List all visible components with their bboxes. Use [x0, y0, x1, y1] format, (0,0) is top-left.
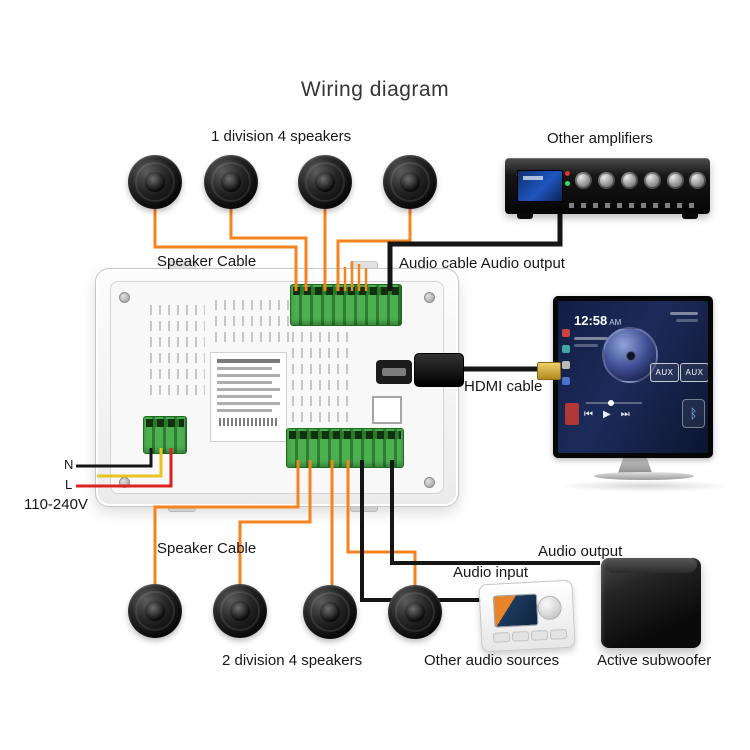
- amplifier-ports: [569, 203, 697, 208]
- screw-icon: [424, 292, 435, 303]
- label-other-amplifiers: Other amplifiers: [547, 130, 653, 147]
- hdmi-plug: [414, 353, 464, 387]
- speaker-terminal-block-bottom: [286, 428, 404, 468]
- tv-clock-meridiem: AM: [609, 318, 622, 327]
- screw-icon: [424, 477, 435, 488]
- bluetooth-icon: ᛒ: [682, 399, 705, 428]
- ceiling-speaker: [388, 585, 442, 639]
- vent-grille: [292, 332, 350, 428]
- ceiling-speaker: [128, 155, 182, 209]
- screw-icon: [119, 477, 130, 488]
- vent-grille: [215, 300, 290, 348]
- audio-source-button: [511, 630, 530, 642]
- tv-stand-neck: [618, 458, 652, 473]
- label-voltage: 110-240V: [24, 496, 88, 513]
- active-subwoofer: [601, 558, 701, 648]
- progress-bar: [586, 400, 642, 406]
- speaker-terminal-block-top: [290, 284, 402, 326]
- tv-text-bar: [574, 344, 598, 347]
- audio-source-device: [478, 579, 576, 653]
- ceiling-speaker: [298, 155, 352, 209]
- led-indicator: [565, 171, 570, 176]
- ceiling-speaker: [303, 585, 357, 639]
- label-audio-cable-output: Audio cable Audio output: [399, 255, 565, 272]
- ceiling-speaker: [204, 155, 258, 209]
- tv-app-tile: [565, 403, 579, 425]
- label-hdmi-cable: HDMI cable: [464, 378, 543, 395]
- power-terminal-block: [143, 416, 187, 454]
- next-track-icon: ⏭: [620, 409, 630, 420]
- tv-sidebar-icon: [562, 377, 570, 385]
- amplifier-foot: [517, 213, 533, 219]
- amplifier-knob: [644, 172, 661, 189]
- tv-stand-base: [594, 472, 694, 480]
- aux-button: AUX: [650, 363, 679, 382]
- led-indicator: [565, 181, 570, 186]
- audio-source-knob: [536, 595, 563, 621]
- tv-sidebar-icon: [562, 329, 570, 337]
- label-speaker-cable-top: Speaker Cable: [157, 253, 257, 270]
- tv-shadow: [558, 480, 733, 492]
- audio-source-button: [530, 629, 549, 641]
- audio-source-screen: [492, 593, 539, 628]
- aux-button: AUX: [680, 363, 708, 382]
- tv-clock-time: 12:58: [574, 313, 608, 328]
- tv-sidebar-icon: [562, 361, 570, 369]
- play-icon: ▶: [603, 409, 611, 420]
- page-title: Wiring diagram: [300, 78, 450, 101]
- playback-controls: ⏮ ▶ ⏭: [584, 409, 630, 420]
- label-bottom-speaker-group: 2 division 4 speakers: [222, 652, 363, 669]
- amplifier-knob: [689, 172, 706, 189]
- label-neutral: N: [64, 457, 74, 472]
- square-cutout: [372, 396, 402, 424]
- audio-source-button: [492, 631, 511, 643]
- previous-track-icon: ⏮: [584, 409, 593, 420]
- label-other-audio-sources: Other audio sources: [424, 652, 560, 669]
- audio-source-button: [549, 628, 568, 640]
- label-audio-output: Audio output: [538, 543, 623, 560]
- screw-icon: [119, 292, 130, 303]
- amplifier-knob: [575, 172, 592, 189]
- label-top-speaker-group: 1 division 4 speakers: [211, 128, 352, 145]
- label-speaker-cable-bottom: Speaker Cable: [157, 540, 257, 557]
- amplifier-foot: [682, 213, 698, 219]
- tv-text-bar: [676, 319, 698, 322]
- tv-text-bar: [574, 337, 608, 340]
- tv-sidebar-icon: [562, 345, 570, 353]
- vent-grille: [150, 305, 205, 401]
- amplifier-knob: [667, 172, 684, 189]
- amplifier-knob: [621, 172, 638, 189]
- album-art: [602, 327, 658, 383]
- label-active-subwoofer: Active subwoofer: [597, 652, 712, 669]
- ceiling-speaker: [213, 584, 267, 638]
- amplifier-knob: [598, 172, 615, 189]
- ceiling-speaker: [383, 155, 437, 209]
- amplifier-display: [517, 170, 563, 202]
- tv-text-bar: [670, 312, 698, 315]
- label-live: L: [65, 477, 73, 492]
- ceiling-speaker: [128, 584, 182, 638]
- hdmi-gold-connector: [537, 362, 561, 380]
- spec-label-sticker: [210, 352, 287, 442]
- label-audio-input: Audio input: [453, 564, 529, 581]
- external-amplifier: [505, 158, 710, 219]
- hdmi-port: [376, 360, 412, 384]
